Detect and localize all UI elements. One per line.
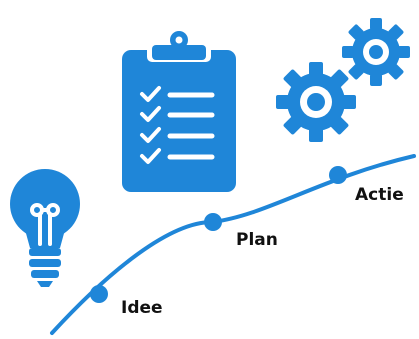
stage-label-actie: Actie	[355, 185, 404, 205]
stage-dot-plan	[204, 213, 222, 231]
stage-label-idee: Idee	[121, 298, 163, 318]
clipboard-checklist-icon	[122, 31, 236, 192]
gears-icon	[276, 18, 410, 142]
stage-label-plan: Plan	[236, 230, 278, 250]
lightbulb-icon	[10, 169, 80, 287]
stage-dot-actie	[329, 166, 347, 184]
stage-dot-idee	[90, 285, 108, 303]
